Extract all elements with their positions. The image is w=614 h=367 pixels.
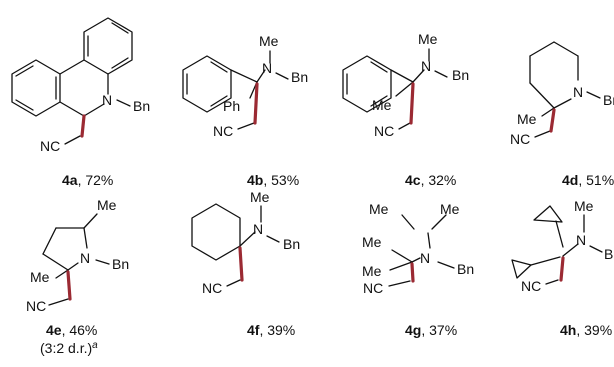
caption-4e-dr: (3:2 d.r.)a — [40, 340, 98, 356]
compound-number: 4e — [46, 322, 62, 338]
atom-label: Bn — [283, 236, 300, 252]
atom-label: Me — [250, 189, 270, 205]
atom-label: Bn — [133, 98, 150, 114]
atom-label: Bn — [604, 246, 614, 262]
compound-yield: , 72% — [78, 172, 114, 188]
atom-label: N — [80, 250, 90, 266]
compound-4a: N Bn NC 4a, 72% — [11, 17, 150, 188]
compound-4f: Me N Bn NC 4f, 39% — [191, 189, 300, 338]
compound-4g: Me Me N Bn Me Me NC 4g, 37% — [362, 201, 474, 338]
compound-yield: , 46% — [62, 322, 98, 338]
footnote-mark: a — [92, 340, 98, 351]
caption-4a: 4a, 72% — [62, 172, 113, 188]
atom-label: Me — [517, 111, 537, 127]
atom-label: Bn — [457, 261, 474, 277]
compound-number: 4c — [405, 172, 421, 188]
atom-label: Me — [30, 269, 50, 285]
atom-label: Me — [418, 31, 438, 47]
atom-label: NC — [363, 280, 383, 296]
atom-label: N — [262, 60, 272, 76]
compound-4e: Me N Bn Me NC 4e, 46% (3:2 d.r.)a — [26, 197, 129, 356]
caption-4d: 4d, 51% — [562, 172, 614, 188]
atom-label: N — [421, 58, 431, 74]
compound-4d: N Bn Me NC 4d, 51% — [510, 41, 614, 188]
compound-number: 4d — [562, 172, 578, 188]
caption-4b: 4b, 53% — [247, 172, 299, 188]
atom-label: N — [420, 250, 430, 266]
compound-number: 4f — [247, 322, 260, 338]
compound-4h: Me N Bn NC 4h, 39% — [511, 198, 614, 338]
compound-4c: Me N Bn Me NC 4c, 32% — [342, 31, 469, 188]
atom-label: NC — [374, 123, 394, 139]
structure-4d: N Bn Me NC — [510, 41, 614, 147]
compound-yield: , 39% — [259, 322, 295, 338]
structure-4b: Me N Bn Ph NC — [182, 33, 308, 139]
structure-4f: Me N Bn NC — [191, 189, 300, 296]
atom-label: Me — [372, 97, 392, 113]
compound-number: 4h — [560, 322, 576, 338]
structure-4g: Me Me N Bn Me Me NC — [362, 201, 474, 296]
caption-4g: 4g, 37% — [405, 322, 457, 338]
compound-yield: , 53% — [263, 172, 299, 188]
structure-4a: N Bn NC — [11, 17, 150, 154]
compound-number: 4b — [247, 172, 263, 188]
atom-label: NC — [40, 138, 60, 154]
structure-4c: Me N Bn Me NC — [342, 31, 469, 139]
compound-yield: , 51% — [578, 172, 614, 188]
compound-number: 4g — [405, 322, 421, 338]
atom-label: Me — [362, 263, 382, 279]
atom-label: Me — [259, 33, 279, 49]
atom-label: NC — [26, 298, 46, 314]
atom-label: Me — [440, 201, 460, 217]
atom-label: Me — [369, 201, 389, 217]
compound-yield: , 32% — [421, 172, 457, 188]
atom-label: N — [253, 221, 263, 237]
atom-label: N — [102, 92, 112, 108]
diastereomer-ratio: (3:2 d.r.) — [40, 340, 92, 356]
compound-number: 4a — [62, 172, 78, 188]
atom-label: NC — [521, 278, 541, 294]
atom-label: Bn — [603, 92, 614, 108]
compound-yield: , 37% — [421, 322, 457, 338]
atom-label: Me — [574, 198, 594, 214]
caption-4h: 4h, 39% — [560, 322, 612, 338]
atom-label: N — [573, 84, 583, 100]
caption-4e: 4e, 46% — [46, 322, 97, 338]
atom-label: NC — [510, 131, 530, 147]
atom-label: Me — [97, 197, 117, 213]
structure-4e: Me N Bn Me NC — [26, 197, 129, 314]
atom-label: Bn — [291, 69, 308, 85]
atom-label: N — [576, 232, 586, 248]
caption-4c: 4c, 32% — [405, 172, 456, 188]
compound-4b: Me N Bn Ph NC 4b, 53% — [182, 33, 308, 188]
atom-label: Me — [362, 234, 382, 250]
atom-label: NC — [202, 280, 222, 296]
atom-label: NC — [213, 123, 233, 139]
caption-4f: 4f, 39% — [247, 322, 295, 338]
atom-label: Ph — [223, 98, 240, 114]
atom-label: Bn — [452, 67, 469, 83]
compound-yield: , 39% — [576, 322, 612, 338]
atom-label: Bn — [112, 256, 129, 272]
structure-4h: Me N Bn NC — [511, 198, 614, 294]
